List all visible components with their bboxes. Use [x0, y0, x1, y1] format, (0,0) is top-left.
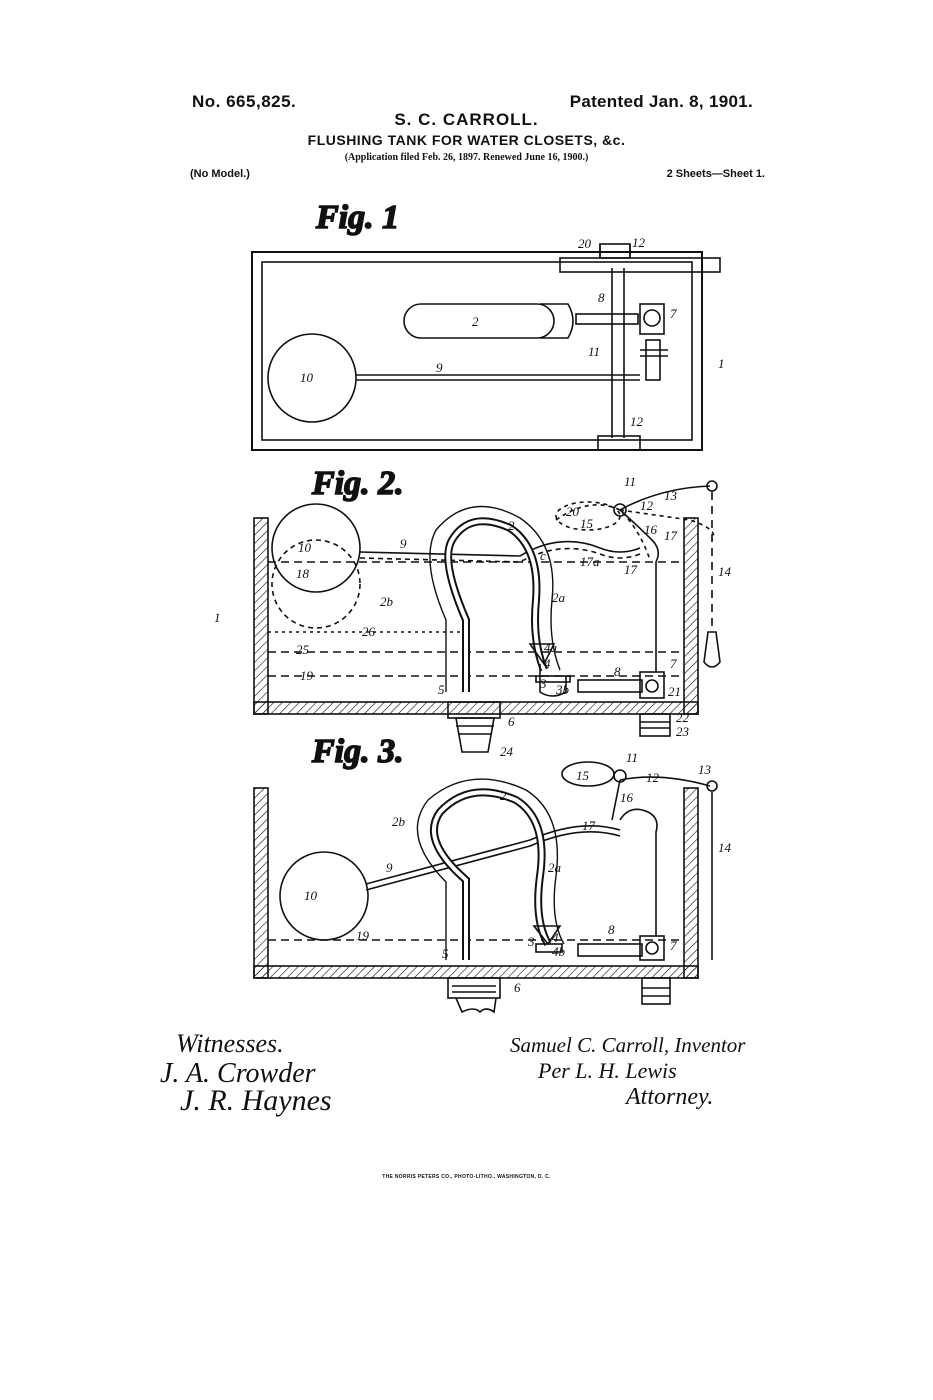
fig3-label: 2b: [392, 814, 406, 829]
fig3-label: 6: [514, 980, 521, 995]
fig3-label: 10: [304, 888, 318, 903]
fig1-label: 2: [472, 314, 479, 329]
fig1-label: 7: [670, 306, 677, 321]
fig2-label: 2: [508, 518, 515, 533]
attorney-label: Attorney.: [624, 1084, 713, 1110]
agent-signature: Per L. H. Lewis: [537, 1058, 677, 1083]
fig2-label: 14: [718, 564, 732, 579]
fig3-label: 2a: [548, 860, 562, 875]
figure-2: Fig. 2.: [214, 464, 732, 759]
fig2-label: 1: [214, 610, 221, 625]
fig3-label: 3: [527, 934, 535, 949]
fig2-label: 24: [500, 744, 514, 759]
fig2-label: 16: [644, 522, 658, 537]
fig1-label: 8: [598, 290, 605, 305]
fig3-label: 5: [442, 946, 449, 961]
fig2-label: 20: [566, 504, 580, 519]
sheet-count: 2 Sheets—Sheet 1.: [666, 168, 765, 180]
fig2-title: Fig. 2.: [311, 465, 404, 502]
patent-number: No. 665,825.: [192, 92, 297, 111]
patent-title: FLUSHING TANK FOR WATER CLOSETS, &c.: [307, 132, 626, 148]
fig1-label: 11: [588, 344, 600, 359]
witness-signature: J. A. Crowder: [160, 1058, 316, 1089]
fig3-label: 16: [620, 790, 634, 805]
fig2-label: 18: [296, 566, 310, 581]
fig3-label: 13: [698, 762, 712, 777]
fig2-label: 2a: [552, 590, 566, 605]
fig2-label: 2b: [380, 594, 394, 609]
fig3-label: 2: [500, 788, 507, 803]
fig2-label: 22: [676, 710, 690, 725]
fig2-label: 12: [640, 498, 654, 513]
fig2-label: 9: [400, 536, 407, 551]
fig2-label: 4a: [544, 640, 558, 655]
patent-date: Patented Jan. 8, 1901.: [569, 92, 753, 111]
fig3-label: 8: [608, 922, 615, 937]
fig1-label: 12: [630, 414, 644, 429]
fig2-label: 7: [670, 656, 677, 671]
fig3-label: 12: [646, 770, 660, 785]
printer-credit: THE NORRIS PETERS CO., PHOTO-LITHO., WAS…: [382, 1174, 551, 1180]
fig2-label: 19: [300, 668, 314, 683]
inventor-signature: Samuel C. Carroll, Inventor: [510, 1033, 746, 1057]
fig2-label: 17: [664, 528, 678, 543]
fig2-label: 15: [580, 516, 594, 531]
fig3-label: 7: [670, 938, 677, 953]
fig2-label: c: [540, 548, 546, 563]
fig3-label: 17: [582, 818, 596, 833]
fig2-label: 8: [614, 664, 621, 679]
fig2-label: 26: [362, 624, 376, 639]
fig3-title: Fig. 3.: [311, 733, 404, 770]
application-line: (Application filed Feb. 26, 1897. Renewe…: [344, 152, 589, 163]
fig1-label: 10: [300, 370, 314, 385]
fig3-label: 15: [576, 768, 590, 783]
fig2-label: 10: [298, 540, 312, 555]
fig3-label: 4: [552, 930, 559, 945]
fig2-label: 17: [624, 562, 638, 577]
fig2-label: 3: [539, 676, 547, 691]
witness-signature: J. R. Haynes: [180, 1084, 332, 1117]
fig1-label: 9: [436, 360, 443, 375]
signatures: Witnesses. J. A. Crowder J. R. Haynes Sa…: [160, 1029, 746, 1117]
fig2-label: 13: [664, 488, 678, 503]
fig2-label: 3b: [555, 682, 570, 697]
fig3-label: 19: [356, 928, 370, 943]
fig3-label: 9: [386, 860, 393, 875]
fig3-label: 11: [626, 750, 638, 765]
model-note: (No Model.): [190, 168, 250, 180]
fig2-label: 11: [624, 474, 636, 489]
fig2-label: 23: [676, 724, 690, 739]
fig3-label: 14: [718, 840, 732, 855]
fig1-label: 1: [718, 356, 725, 371]
figure-3: Fig. 3.: [253, 732, 732, 1014]
fig2-label: 6: [508, 714, 515, 729]
fig3-label: 4b: [552, 944, 566, 959]
fig1-title: Fig. 1: [315, 199, 399, 236]
fig2-label: 17a: [580, 554, 600, 569]
fig2-label: 4: [544, 656, 551, 671]
fig2-label: 21: [668, 684, 681, 699]
witnesses-heading: Witnesses.: [176, 1029, 284, 1058]
fig2-label: 5: [438, 682, 445, 697]
figure-1: Fig. 1 20 12 2 8 7: [251, 198, 725, 451]
fig1-label: 20: [578, 236, 592, 251]
fig1-label: 12: [632, 235, 646, 250]
fig2-label: 25: [296, 642, 310, 657]
inventor-name: S. C. CARROLL.: [394, 110, 539, 129]
